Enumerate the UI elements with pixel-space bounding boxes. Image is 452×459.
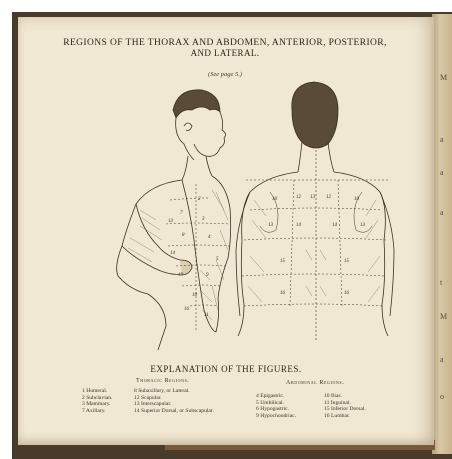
facing-page-glyph: M — [440, 312, 447, 321]
region-number: 7 — [180, 211, 183, 216]
abdominal-column-2: 10 Iliac. 11 Inguinal. 15 Inferior Dorsa… — [324, 393, 366, 419]
posterior-figure — [236, 82, 394, 342]
explanation-heading: EXPLANATION OF THE FIGURES. — [40, 364, 412, 374]
region-number: 9 — [206, 273, 209, 278]
region-number: 13 — [360, 223, 366, 228]
legend-entry: 2 Subclavian. — [82, 395, 112, 402]
legend-entry: 12 Scapular. — [134, 395, 214, 402]
legend-entry: 15 Inferior Dorsal. — [324, 406, 366, 413]
region-number: 16 — [184, 307, 190, 312]
region-number: 15 — [344, 259, 350, 264]
region-number: 10 — [272, 197, 278, 202]
region-number: 13 — [268, 223, 274, 228]
region-number: 14 — [296, 223, 302, 228]
region-number: 11 — [204, 313, 209, 318]
legend-entry: 8 Subaxillary, or Lateral. — [134, 388, 214, 395]
region-number: 10 — [354, 197, 360, 202]
facing-page-glyph: a — [440, 135, 444, 144]
region-number: 15 — [280, 259, 286, 264]
legend-entry: 16 Lumbar. — [324, 413, 366, 420]
region-number: 13 — [168, 219, 174, 224]
facing-page-glyph: a — [440, 168, 444, 177]
region-number: 16 — [344, 291, 350, 296]
thoracic-column-2: 8 Subaxillary, or Lateral. 12 Scapular. … — [134, 388, 214, 414]
region-number: 3 — [202, 217, 205, 222]
legend-entry: 4 Epigastric. — [256, 393, 296, 400]
region-number: 5 — [216, 257, 219, 262]
legend-entry: 7 Axillary. — [82, 408, 112, 415]
region-number: 12 — [326, 195, 332, 200]
region-number: 12 — [296, 195, 302, 200]
abdominal-regions-title: Abdominal Regions. — [286, 380, 344, 386]
facing-page-glyph: M — [440, 73, 447, 82]
region-number: 14 — [332, 223, 338, 228]
facing-page-glyph: t — [440, 278, 442, 287]
thoracic-regions-title: Thoracic Regions. — [136, 378, 190, 384]
abdominal-column-1: 4 Epigastric. 5 Umbilical. 6 Hypogastric… — [256, 393, 296, 419]
legend-entry: 14 Superior Dorsal, or Subscapular. — [134, 408, 214, 415]
legend-entry: 6 Hypogastric. — [256, 406, 296, 413]
region-number: 2 — [198, 197, 201, 202]
region-number: 13 — [310, 195, 316, 200]
legend-entry: 5 Umbilical. — [256, 400, 296, 407]
thoracic-column-1: 1 Humeral. 2 Subclavian. 3 Mammary. 7 Ax… — [82, 388, 112, 414]
facing-page-glyph: o — [440, 392, 444, 401]
legend-entry: 1 Humeral. — [82, 388, 112, 395]
legend-entry: 3 Mammary. — [82, 401, 112, 408]
legend-entry: 10 Iliac. — [324, 393, 366, 400]
region-number: 15 — [178, 273, 184, 278]
plate-subtitle: AND LATERAL. — [30, 48, 420, 58]
region-number: 14 — [170, 251, 176, 256]
region-number: 10 — [192, 293, 198, 298]
anatomical-illustration: 2 3 4 5 7 8 9 10 11 13 14 15 16 — [70, 80, 400, 360]
see-page-reference: (See page 5.) — [30, 71, 420, 78]
facing-page-glyph: a — [440, 208, 444, 217]
legend-entry: 13 Interscapular. — [134, 401, 214, 408]
lateral-figure — [117, 90, 231, 350]
region-number: 16 — [280, 291, 286, 296]
legend-entry: 9 Hypochondriac. — [256, 413, 296, 420]
region-number: 8 — [182, 233, 185, 238]
facing-page-glyph: a — [440, 355, 444, 364]
region-number: 4 — [208, 235, 211, 240]
